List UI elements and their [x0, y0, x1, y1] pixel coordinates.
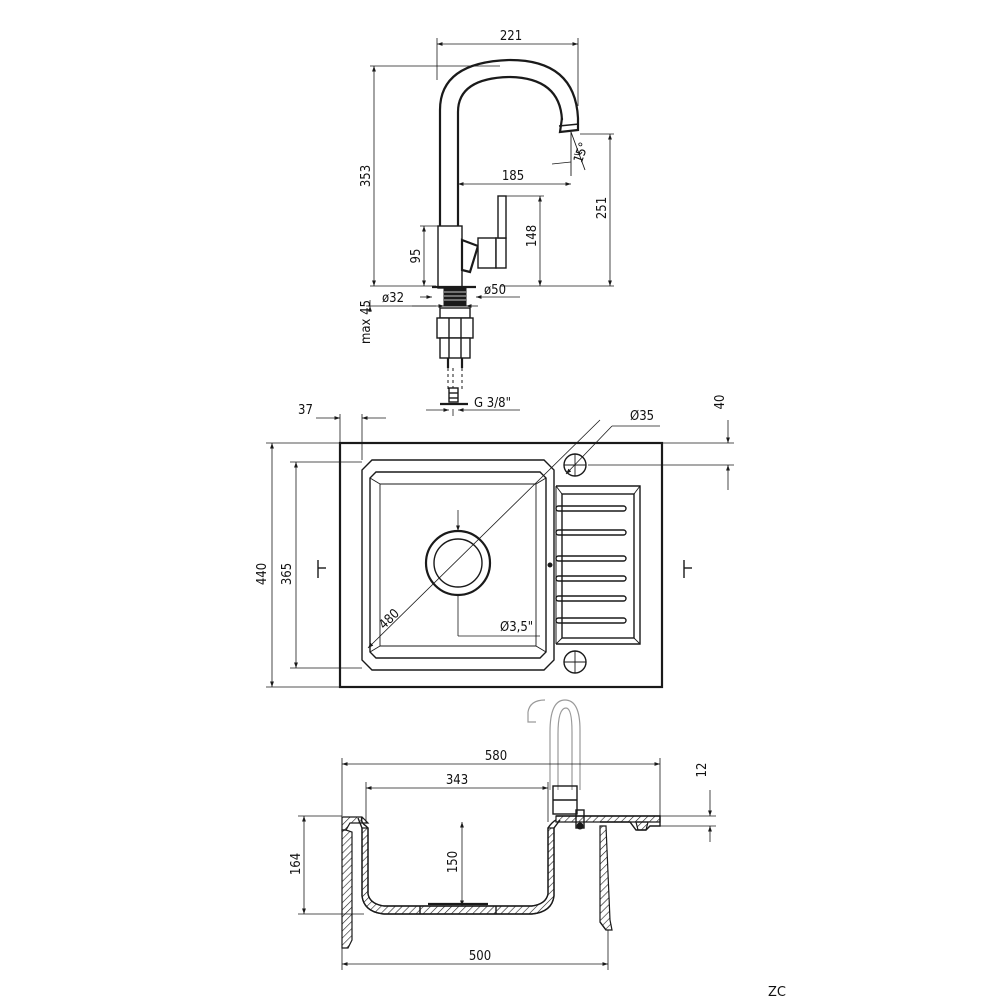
dim-hole-offset: 40 [713, 395, 728, 410]
dim-bowl-height: 365 [280, 563, 295, 585]
dim-outer-height: 440 [255, 563, 270, 585]
dim-thread: G 3/8" [474, 396, 511, 411]
drainer-grooves [555, 505, 627, 624]
dim-spout-height: 251 [595, 197, 610, 219]
dim-rim-thickness: 12 [695, 763, 710, 778]
dim-hole-diameter: Ø35 [630, 409, 654, 424]
dim-bowl-width: 343 [446, 773, 468, 788]
dim-section-depth: 164 [289, 853, 304, 875]
dim-spout-reach: 185 [502, 169, 524, 184]
dim-spout-angle: 15° [571, 140, 592, 165]
dim-body-height: 95 [409, 249, 424, 264]
sink-section-view: 580 343 12 164 150 500 [289, 699, 716, 970]
dim-shank-diameter: ø32 [382, 291, 404, 306]
dim-faucet-width: 221 [500, 29, 522, 44]
dim-bowl-depth: 150 [446, 851, 461, 873]
dim-lever-height: 148 [525, 225, 540, 247]
dim-base-diameter: ø50 [484, 283, 506, 298]
dim-max-thickness: max 45 [359, 300, 374, 344]
ghost-faucet [527, 699, 585, 830]
faucet-drawing: 221 353 185 251 148 95 15° ø32 ø50 [359, 29, 614, 416]
sink-top-view: Ø3,5" 480 [255, 395, 734, 689]
dim-cabinet-width: 500 [469, 949, 491, 964]
product-code: ZC [768, 985, 786, 1000]
dim-section-width: 580 [485, 749, 507, 764]
dim-faucet-height: 353 [359, 165, 374, 187]
dim-drain-diameter: Ø3,5" [500, 620, 533, 635]
dim-edge-offset: 37 [298, 403, 313, 418]
